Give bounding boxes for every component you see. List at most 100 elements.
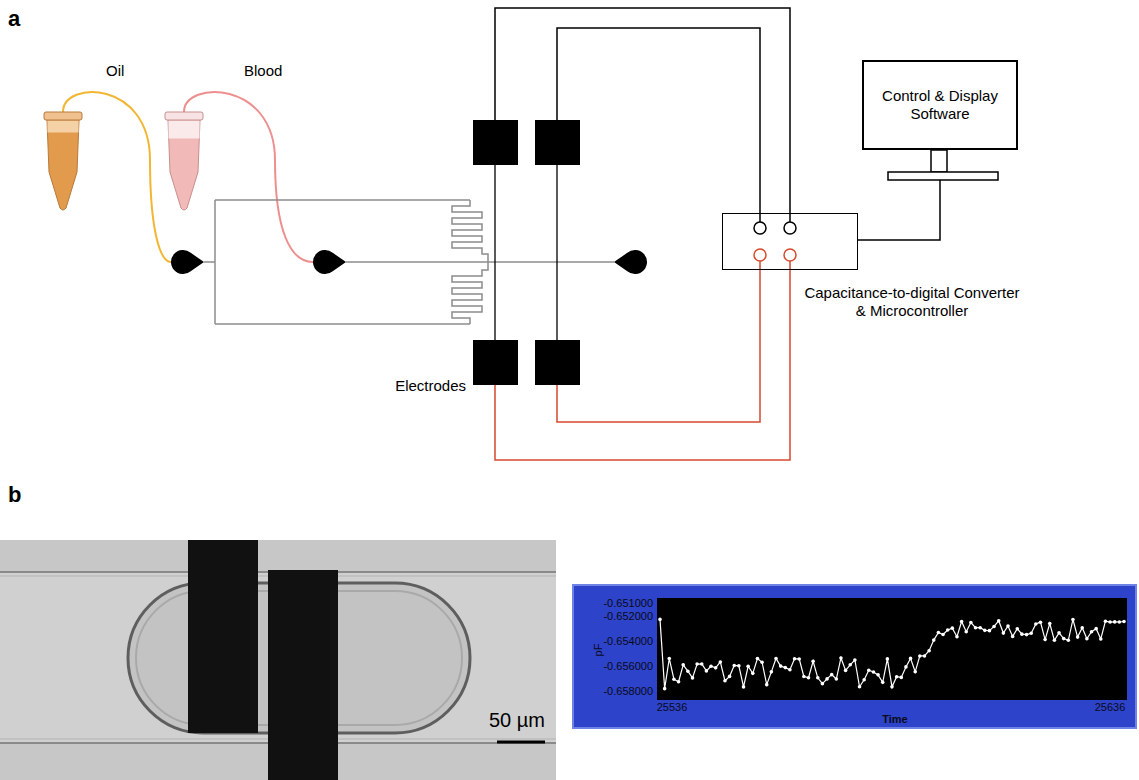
signal-point: [1048, 622, 1052, 626]
electrode-trace: [556, 165, 557, 340]
signal-point: [1122, 620, 1126, 624]
blood-tube-cap: [165, 112, 203, 120]
signal-point: [658, 618, 662, 622]
axis-title: Time: [882, 713, 907, 726]
oil-inlet: [171, 250, 204, 274]
signal-line: [660, 619, 1124, 688]
axis-tick: -0.658000: [603, 685, 653, 698]
signal-point: [969, 621, 973, 625]
signal-point: [765, 683, 769, 687]
micro-electrode: [188, 540, 258, 733]
signal-point: [723, 679, 727, 683]
signal-point: [672, 677, 676, 681]
signal-point: [788, 668, 792, 672]
signal-point: [988, 629, 992, 633]
wire: [495, 261, 790, 460]
signal-point: [867, 669, 871, 673]
signal-point: [751, 672, 755, 676]
signal-point: [960, 620, 964, 624]
signal-point: [904, 665, 908, 669]
channel: [346, 261, 614, 263]
signal-point: [899, 676, 903, 680]
signal-point: [1043, 638, 1047, 642]
signal-point: [700, 662, 704, 666]
signal-point: [695, 662, 699, 666]
channel: [215, 199, 470, 201]
signal-point: [1039, 620, 1043, 624]
signal-point: [1071, 618, 1075, 622]
signal-point: [1094, 627, 1098, 631]
converter-box: Capacitance-to-digital Converter & Micro…: [722, 213, 858, 270]
signal-point: [1034, 622, 1038, 626]
signal-point: [714, 666, 718, 670]
signal-point: [964, 630, 968, 634]
electrode-pad: [535, 120, 580, 165]
oil-tube: [47, 120, 79, 210]
oil-tube-air: [48, 121, 79, 133]
wire: [557, 261, 760, 422]
blood-tube: [168, 120, 200, 210]
axis-tick: 25536: [657, 701, 688, 714]
signal-point: [872, 670, 876, 674]
monitor-screen: Control & Display Software: [862, 60, 1018, 150]
signal-point: [686, 669, 690, 673]
signal-point: [886, 657, 890, 661]
signal-point: [1113, 620, 1117, 624]
signal-point: [1006, 624, 1010, 628]
micrograph: [0, 540, 556, 780]
scale-label: 50 µm: [489, 709, 545, 732]
serpentine-channel: [452, 200, 488, 262]
signal-point: [770, 670, 774, 674]
signal-point: [1002, 631, 1006, 635]
cable: [858, 150, 940, 240]
signal-point: [1090, 630, 1094, 634]
signal-point: [1076, 635, 1080, 639]
axis-tick: -0.654000: [603, 635, 653, 648]
monitor-neck: [931, 150, 947, 172]
signal-point: [1104, 619, 1108, 623]
axis-tick: -0.651000: [603, 597, 653, 610]
signal-point: [876, 673, 880, 677]
signal-point: [816, 676, 820, 680]
electrode-pad: [535, 340, 580, 385]
signal-point: [1029, 631, 1033, 635]
channel: [215, 323, 470, 325]
serpentine-channel: [452, 262, 488, 324]
signal-point: [793, 657, 797, 661]
signal-point: [709, 664, 713, 668]
signal-point: [756, 657, 760, 661]
signal-point: [1011, 635, 1015, 639]
signal-point: [742, 685, 746, 689]
axis-tick: -0.652000: [603, 610, 653, 623]
signal-point: [1025, 633, 1029, 637]
monitor-base: [888, 172, 998, 180]
part-label: Electrodes: [395, 377, 466, 394]
signal-point: [705, 669, 709, 673]
signal-point: [844, 669, 848, 673]
signal-point: [1067, 639, 1071, 643]
signal-point: [913, 670, 917, 674]
blood-inlet: [313, 250, 346, 274]
signal-point: [839, 656, 843, 660]
signal-point: [783, 666, 787, 670]
signal-point: [737, 664, 741, 668]
signal-point: [1057, 631, 1061, 635]
signal-point: [918, 654, 922, 658]
signal-point: [932, 638, 936, 642]
signal-point: [974, 626, 978, 630]
electrode-pad: [473, 120, 518, 165]
signal-point: [681, 663, 685, 667]
signal-point: [941, 633, 945, 637]
signal-point: [862, 678, 866, 682]
blood-tube-air: [169, 121, 200, 139]
signal-point: [1062, 637, 1066, 641]
terminal: [754, 249, 766, 261]
signal-point: [983, 629, 987, 633]
signal-point: [835, 677, 839, 681]
signal-point: [1099, 637, 1103, 641]
signal-point: [663, 687, 667, 691]
signal-point: [830, 673, 834, 677]
signal-point: [746, 664, 750, 668]
axis-tick: 25636: [1095, 701, 1126, 714]
signal-point: [760, 660, 764, 664]
